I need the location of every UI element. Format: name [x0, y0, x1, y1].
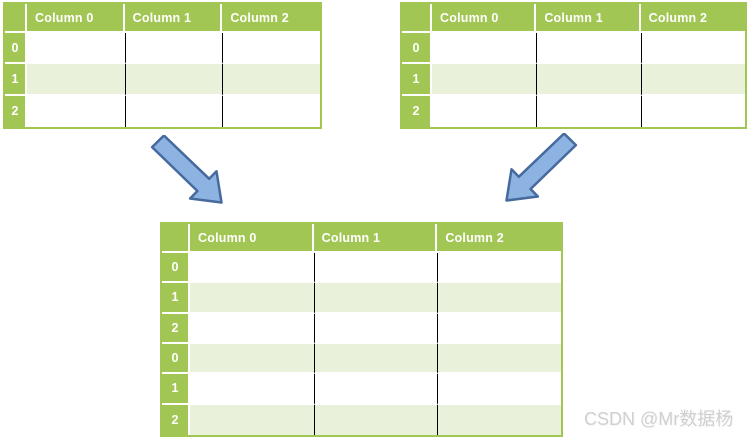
table-corner-cell — [402, 4, 432, 33]
row-index-cell: 2 — [162, 313, 190, 344]
data-cell — [313, 253, 438, 284]
column-header-cell: Column 1 — [536, 4, 641, 33]
data-cell — [536, 95, 641, 127]
column-header-cell: Column 2 — [437, 224, 561, 253]
data-cell — [222, 64, 320, 96]
data-cell — [222, 95, 320, 127]
table-corner-cell — [5, 4, 27, 33]
data-cell — [640, 64, 745, 96]
row-index-cell: 0 — [5, 33, 27, 65]
row-index-cell: 0 — [162, 253, 190, 284]
data-cell — [432, 95, 537, 127]
data-cell — [640, 33, 745, 65]
data-cell — [313, 283, 438, 314]
data-cell — [190, 283, 314, 314]
data-cell — [124, 64, 223, 96]
column-header-cell: Column 2 — [640, 4, 745, 33]
column-header-cell: Column 0 — [190, 224, 314, 253]
data-cell — [190, 344, 314, 375]
column-header-cell: Column 1 — [124, 4, 223, 33]
data-cell — [437, 283, 561, 314]
data-cell — [437, 404, 561, 435]
column-header-cell: Column 0 — [27, 4, 125, 33]
data-cell — [437, 313, 561, 344]
data-cell — [437, 344, 561, 375]
data-cell — [536, 64, 641, 96]
row-index-cell: 1 — [5, 64, 27, 96]
watermark-text: CSDN @Mr数据杨 — [584, 409, 734, 429]
data-cell — [313, 313, 438, 344]
data-cell — [432, 33, 537, 65]
row-index-cell: 1 — [162, 283, 190, 314]
data-cell — [27, 64, 125, 96]
data-cell — [222, 33, 320, 65]
row-index-cell: 2 — [5, 95, 27, 127]
data-cell — [640, 95, 745, 127]
data-cell — [124, 33, 223, 65]
arrow-down-right-icon — [150, 135, 223, 204]
data-cell — [313, 404, 438, 435]
data-cell — [27, 95, 125, 127]
data-cell — [432, 64, 537, 96]
result-table: Column 0 Column 1 Column 2 0 1 2 0 1 2 — [160, 222, 563, 437]
source-table-right: Column 0 Column 1 Column 2 0 1 2 — [400, 2, 747, 129]
column-header-cell: Column 0 — [432, 4, 537, 33]
data-cell — [190, 374, 314, 405]
row-index-cell: 2 — [402, 95, 432, 127]
row-index-cell: 0 — [402, 33, 432, 65]
column-header-cell: Column 2 — [222, 4, 320, 33]
row-index-cell: 0 — [162, 344, 190, 375]
data-cell — [190, 313, 314, 344]
data-cell — [313, 344, 438, 375]
data-cell — [124, 95, 223, 127]
row-index-cell: 2 — [162, 404, 190, 435]
row-index-cell: 1 — [402, 64, 432, 96]
data-cell — [313, 374, 438, 405]
source-table-left: Column 0 Column 1 Column 2 0 1 2 — [3, 2, 322, 129]
column-header-cell: Column 1 — [313, 224, 438, 253]
row-index-cell: 1 — [162, 374, 190, 405]
data-cell — [437, 253, 561, 284]
data-cell — [536, 33, 641, 65]
arrow-down-left-icon — [505, 133, 578, 202]
data-cell — [437, 374, 561, 405]
data-cell — [27, 33, 125, 65]
data-cell — [190, 253, 314, 284]
table-corner-cell — [162, 224, 190, 253]
data-cell — [190, 404, 314, 435]
